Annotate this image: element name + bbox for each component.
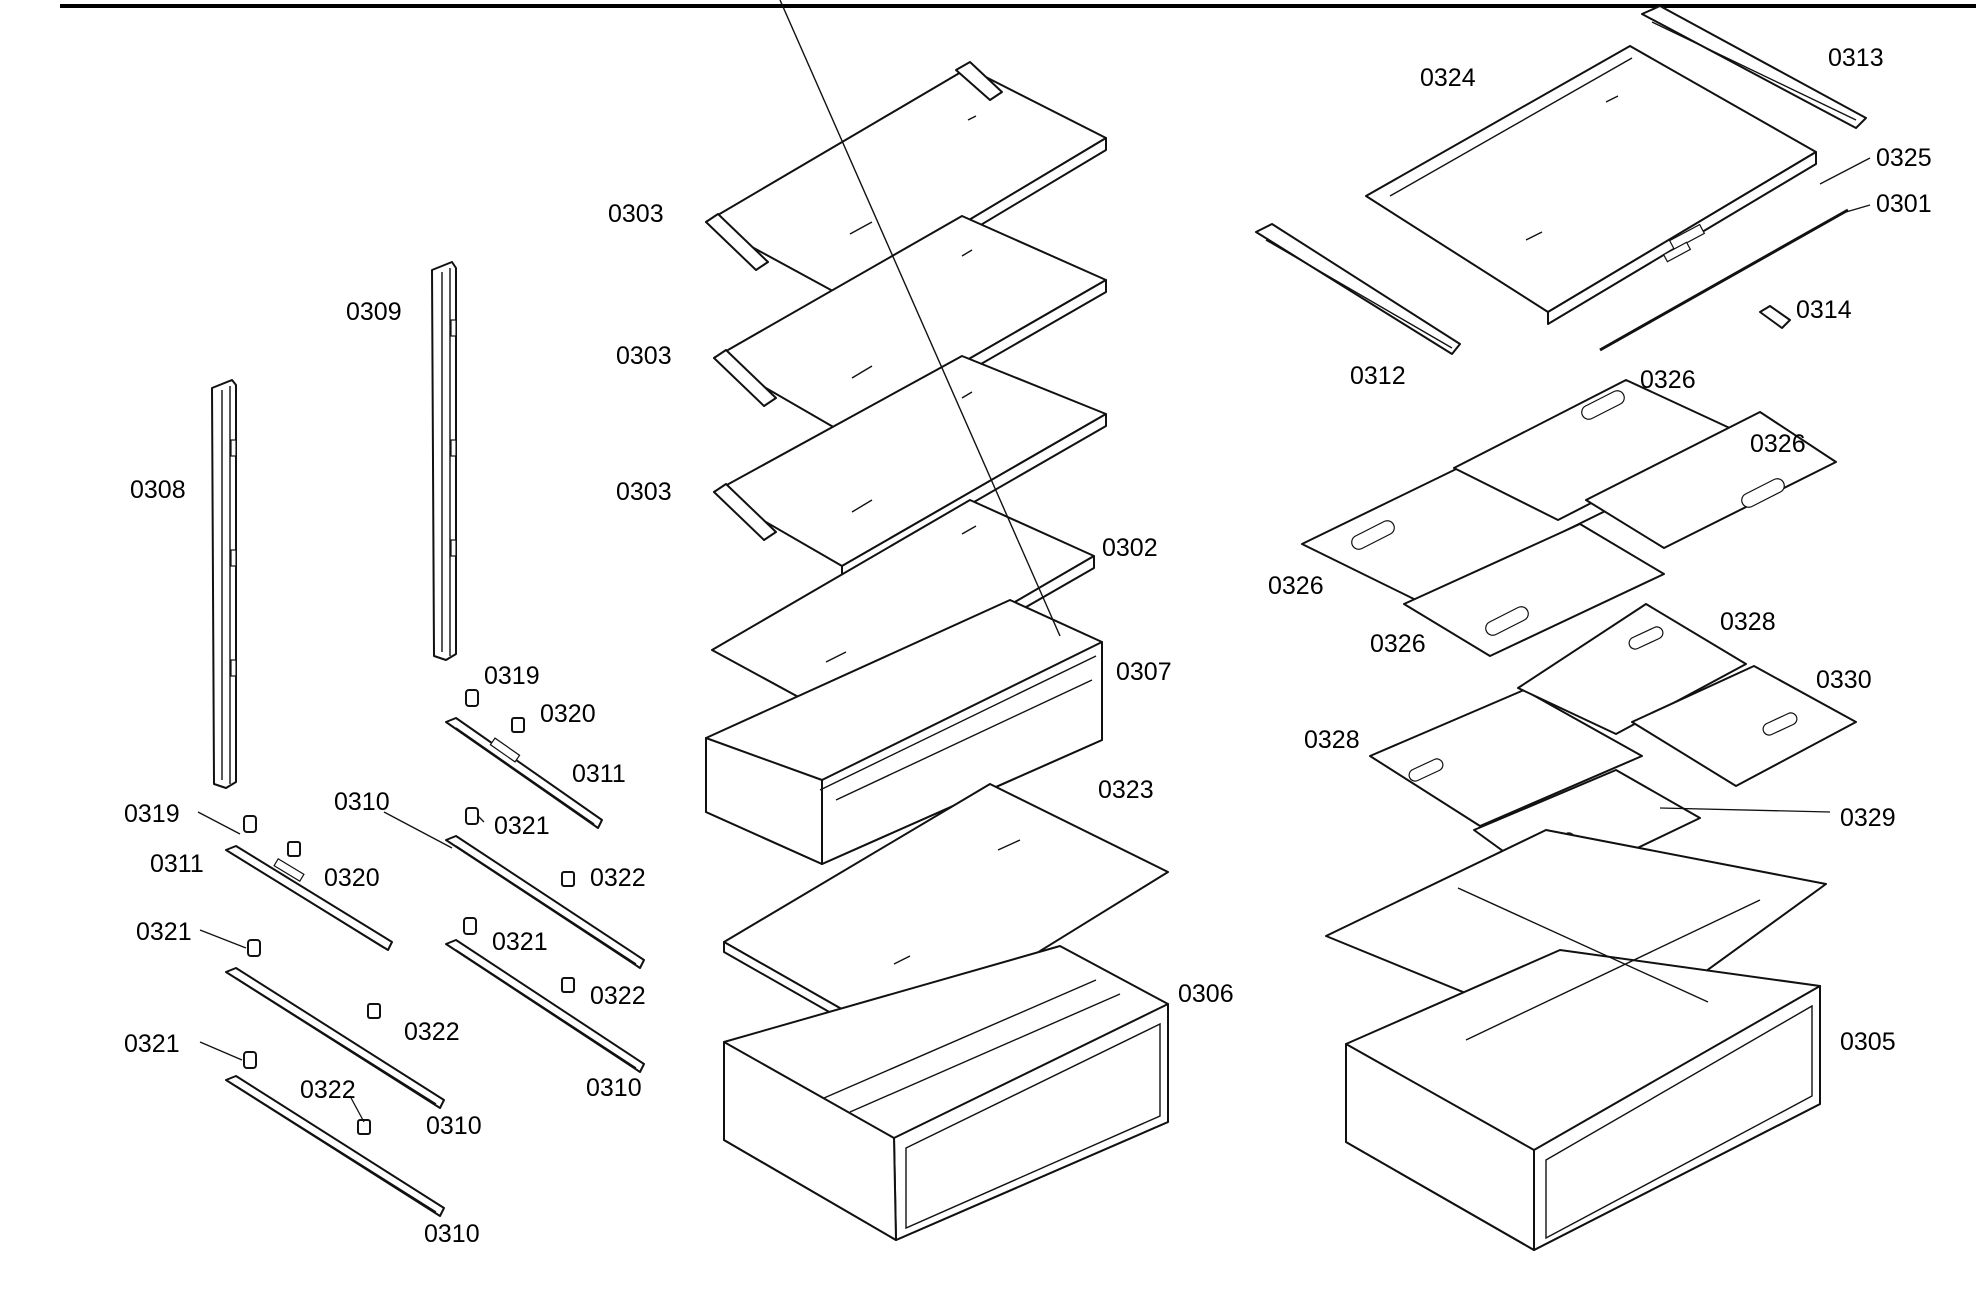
label-0303-low: 0303 — [616, 478, 672, 506]
label-0319-left: 0319 — [124, 800, 180, 828]
slide-0310-a — [225, 967, 445, 1109]
drawer-0306 — [723, 945, 1169, 1241]
label-0306: 0306 — [1178, 980, 1234, 1008]
label-0322-c: 0322 — [404, 1018, 460, 1046]
label-0310-right: 0310 — [586, 1074, 642, 1102]
label-0320-left: 0320 — [324, 864, 380, 892]
label-0321-d: 0321 — [124, 1030, 180, 1058]
label-0309: 0309 — [346, 298, 402, 326]
rail-0309 — [431, 261, 457, 661]
rod-0301 — [1599, 208, 1849, 352]
drawer-0307 — [705, 0, 1103, 865]
label-0323: 0323 — [1098, 776, 1154, 804]
label-0313: 0313 — [1828, 44, 1884, 72]
label-0311-left: 0311 — [150, 850, 204, 878]
slide-0311-left — [225, 845, 393, 951]
label-0328-left: 0328 — [1304, 726, 1360, 754]
label-0303-top: 0303 — [608, 200, 664, 228]
grates-0326 — [1301, 379, 1837, 657]
label-0314: 0314 — [1796, 296, 1852, 324]
label-0322-a: 0322 — [590, 864, 646, 892]
label-0308: 0308 — [130, 476, 186, 504]
label-0328-top: 0328 — [1720, 608, 1776, 636]
label-0326-right: 0326 — [1750, 430, 1806, 458]
label-0305: 0305 — [1840, 1028, 1896, 1056]
label-0307: 0307 — [1116, 658, 1172, 686]
leader-lines — [197, 157, 1871, 1123]
label-0324: 0324 — [1420, 64, 1476, 92]
label-0325: 0325 — [1876, 144, 1932, 172]
label-0311-right: 0311 — [572, 760, 626, 788]
label-0322-d: 0322 — [300, 1076, 356, 1104]
slide-0310-b — [225, 1075, 445, 1217]
clip-parts — [243, 689, 575, 1135]
label-0301: 0301 — [1876, 190, 1932, 218]
glass-shelf-0324 — [1365, 45, 1817, 325]
part-labels: 0303 0303 0303 0302 0307 0323 0306 0308 … — [124, 44, 1932, 1248]
label-0321-a: 0321 — [494, 812, 550, 840]
label-0326-bottom: 0326 — [1370, 630, 1426, 658]
label-0329: 0329 — [1840, 804, 1896, 832]
label-0330: 0330 — [1816, 666, 1872, 694]
label-0310-mid: 0310 — [426, 1112, 482, 1140]
clip-0314 — [1759, 305, 1791, 329]
label-0321-c: 0321 — [136, 918, 192, 946]
label-0310-bottom: 0310 — [424, 1220, 480, 1248]
rail-0313 — [1641, 5, 1867, 129]
rail-0312 — [1255, 223, 1461, 355]
label-0302: 0302 — [1102, 534, 1158, 562]
label-0310-upper: 0310 — [334, 788, 390, 816]
label-0326-top: 0326 — [1640, 366, 1696, 394]
drawer-0305 — [1325, 829, 1827, 1251]
label-0326-left: 0326 — [1268, 572, 1324, 600]
slide-0311-right — [445, 717, 603, 829]
label-0312: 0312 — [1350, 362, 1406, 390]
label-0303-mid: 0303 — [616, 342, 672, 370]
label-0319-right: 0319 — [484, 662, 540, 690]
rail-0308 — [211, 379, 237, 789]
label-0320-right: 0320 — [540, 700, 596, 728]
label-0322-b: 0322 — [590, 982, 646, 1010]
label-0321-b: 0321 — [492, 928, 548, 956]
slide-0310-d — [445, 939, 645, 1073]
slide-0310-c — [445, 835, 645, 969]
